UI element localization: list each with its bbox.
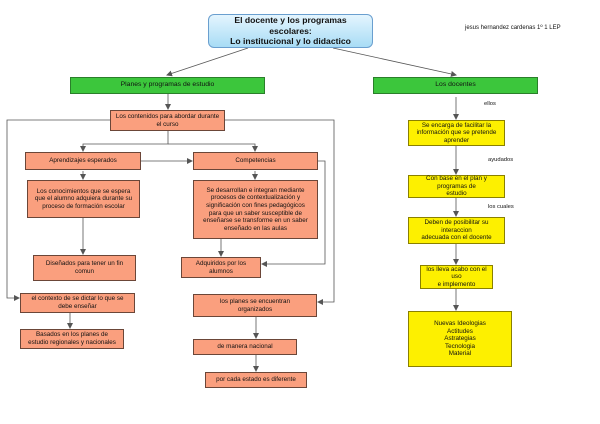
edge-competencias-adquiridos (261, 160, 326, 267)
node-posibilitar: Deben de posibilitar su interaccion adec… (408, 217, 505, 244)
node-los-docentes: Los docentes (373, 77, 538, 94)
title-node: El docente y los programas escolares: Lo… (208, 14, 373, 48)
node-aprendizajes: Aprendizajes esperados (25, 152, 141, 170)
node-facilitar: Se encarga de facilitar la información q… (408, 120, 505, 146)
node-contenidos: Los contenidos para abordar durante el c… (110, 110, 225, 131)
node-adquiridos: Adquiridos por los alumnos (181, 257, 261, 278)
node-nacional: de manera nacional (193, 339, 297, 355)
node-estado: por cada estado es diferente (205, 372, 307, 388)
node-planes-encuentran: los planes se encuentran organizados (193, 294, 317, 317)
node-basados: Basados en los planes de estudio regiona… (20, 329, 124, 349)
edge-contenidos-aprendizajes (80, 131, 169, 152)
author-label: jesus hernandez cardenas 1º 1 LEP (465, 25, 561, 31)
link-label-los-cuales: los cuales (488, 204, 514, 210)
node-nuevas: Nuevas Ideologias Actitudes Astrategias … (408, 311, 512, 367)
edge-contenidos-planes-encuentran (225, 119, 335, 305)
link-label-ayudados: ayudados (488, 157, 514, 163)
node-conocimientos: Los conocimientos que se espera que el a… (27, 180, 140, 218)
edge-contenidos-competencias (168, 143, 258, 152)
edge-title-planes (166, 47, 249, 77)
edge-contenidos-contexto (6, 119, 110, 301)
node-con-base: Con base en el plan y programas de estud… (408, 175, 505, 198)
link-label-ellos: ellos (484, 101, 496, 107)
node-contexto: el contexto de se dictar lo que se debe … (20, 293, 135, 313)
edge-title-docentes (332, 47, 457, 77)
node-planes-programas: Planes y programas de estudio (70, 77, 265, 94)
node-disenados: Diseñados para tener un fin comun (33, 255, 136, 281)
node-competencias: Competencias (193, 152, 318, 170)
node-desarrollan: Se desarrollan e integran mediante proce… (193, 180, 318, 239)
node-lleva: los lleva acabo con el uso e implemento (420, 265, 493, 289)
